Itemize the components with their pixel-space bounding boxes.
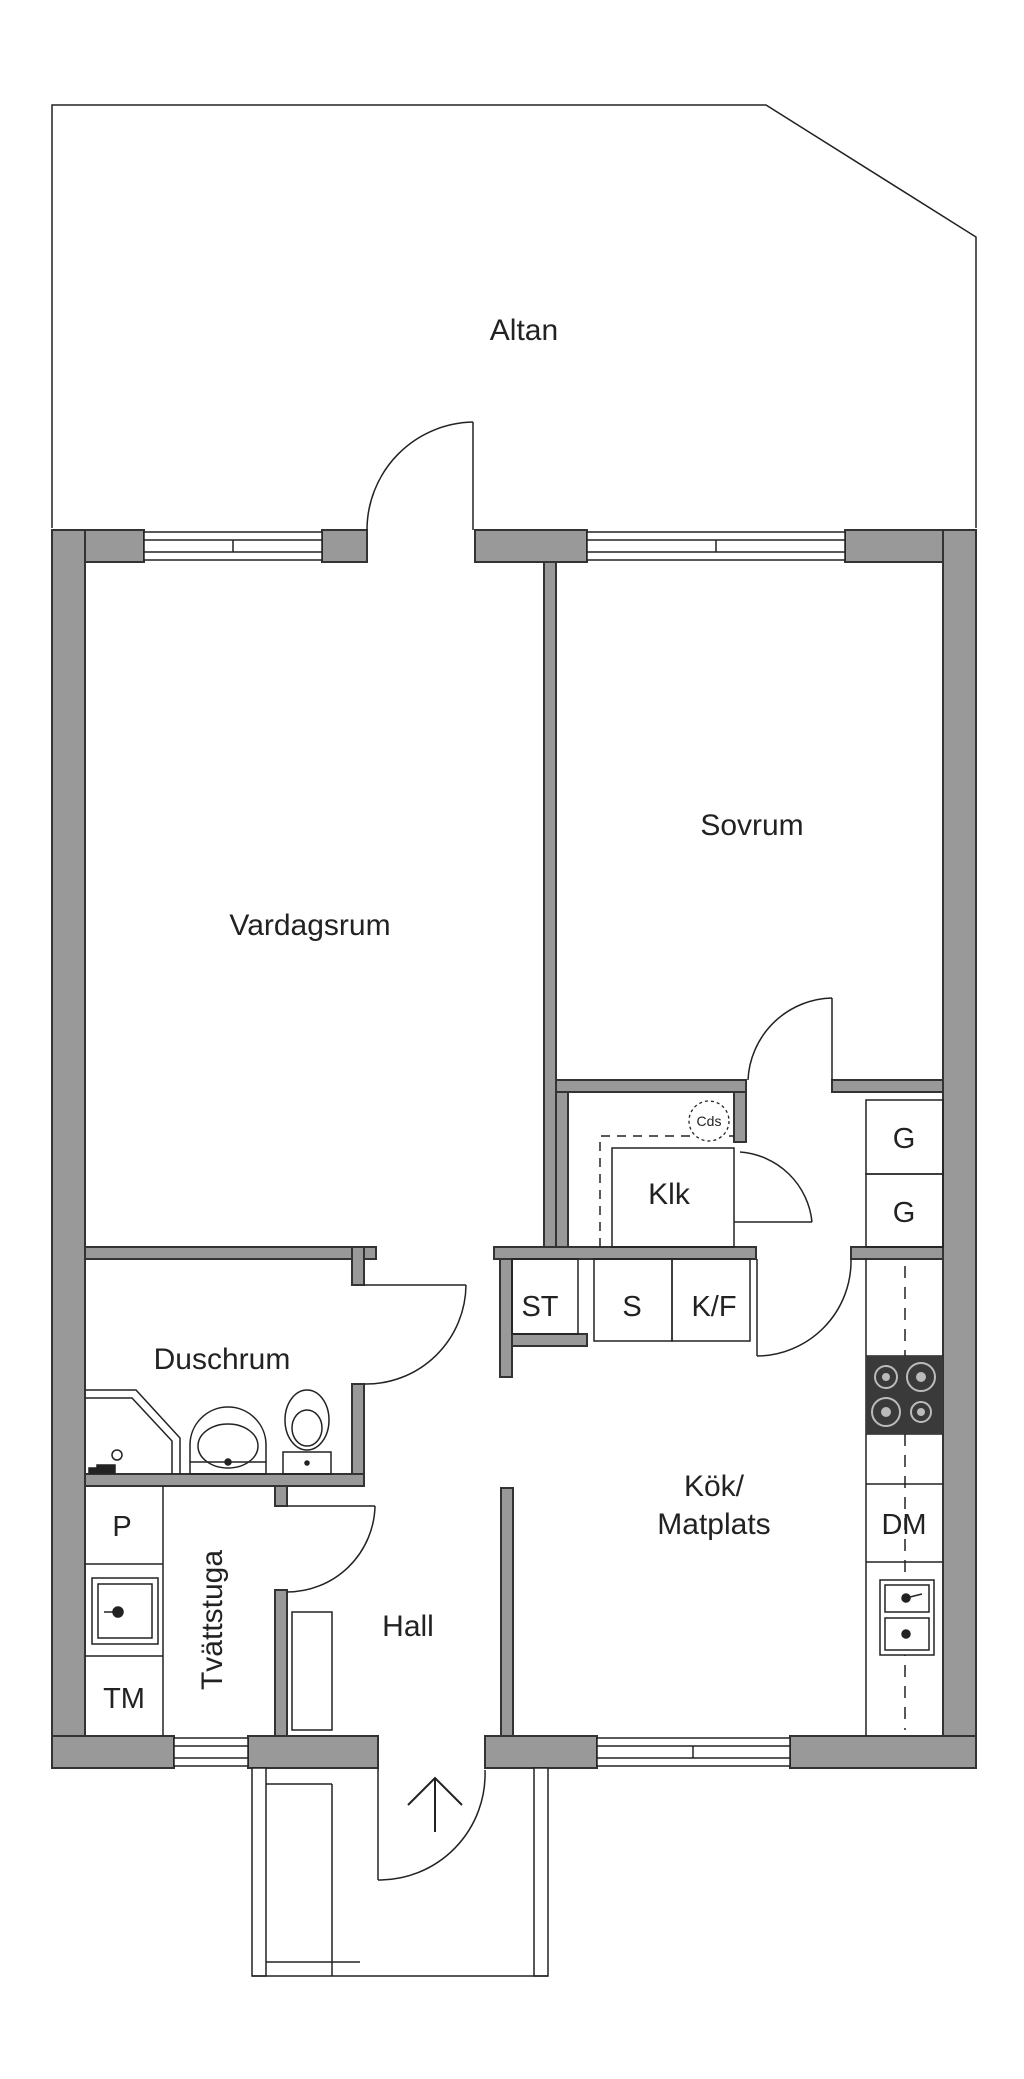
room-kok-label-line1: Kök/ (684, 1470, 745, 1503)
shower-icon (85, 1389, 181, 1474)
fridge-freezer-label: K/F (691, 1291, 736, 1323)
door-klk[interactable] (734, 1151, 813, 1223)
room-vardagsrum-label: Vardagsrum (229, 909, 390, 942)
door-bathroom[interactable] (363, 1284, 467, 1385)
room-hall-label: Hall (382, 1610, 434, 1643)
door-altan[interactable] (366, 421, 474, 531)
laundry-p-label: P (112, 1511, 131, 1543)
washbasin-icon (189, 1406, 267, 1475)
kitchen-sink-icon (879, 1579, 935, 1656)
room-klk-label: Klk (648, 1178, 691, 1211)
wardrobe-g1-label: G (893, 1123, 916, 1155)
altan-outline (51, 104, 977, 528)
dishwasher-label: DM (881, 1509, 926, 1541)
storage-st-label: ST (521, 1291, 558, 1323)
toilet-icon (282, 1389, 332, 1475)
washing-machine-label: TM (103, 1683, 145, 1715)
door-bedroom[interactable] (747, 997, 833, 1081)
window-bedroom (586, 531, 846, 561)
laundry-sink-icon (91, 1577, 159, 1645)
window-kitchen (596, 1737, 791, 1767)
kitchen-counter (865, 1259, 943, 1736)
wardrobes (865, 1099, 944, 1248)
storage-s-label: S (622, 1291, 641, 1323)
door-entrance[interactable] (377, 1768, 486, 1881)
door-kitchen[interactable] (756, 1258, 852, 1357)
doors (286, 421, 852, 1881)
door-laundry[interactable] (286, 1505, 376, 1593)
storage-units (511, 1258, 751, 1342)
porch (251, 1767, 549, 1977)
stove-icon (866, 1356, 943, 1434)
cds-label: Cds (697, 1113, 722, 1129)
klk-closet (599, 1135, 735, 1248)
hall-shelf (291, 1611, 333, 1731)
room-kok-label-line2: Matplats (657, 1508, 770, 1541)
entrance-arrow-icon (407, 1776, 463, 1832)
laundry-fixtures (85, 1486, 164, 1736)
room-duschrum-label: Duschrum (154, 1343, 291, 1376)
room-altan-label: Altan (490, 314, 558, 347)
cds-badge: Cds (688, 1100, 730, 1142)
wardrobe-g2-label: G (893, 1197, 916, 1229)
walls (51, 529, 977, 1769)
window-laundry (173, 1737, 249, 1767)
window-living (143, 531, 323, 561)
room-sovrum-label: Sovrum (700, 809, 803, 842)
room-tvattstuga-label: Tvättstuga (196, 1550, 229, 1690)
